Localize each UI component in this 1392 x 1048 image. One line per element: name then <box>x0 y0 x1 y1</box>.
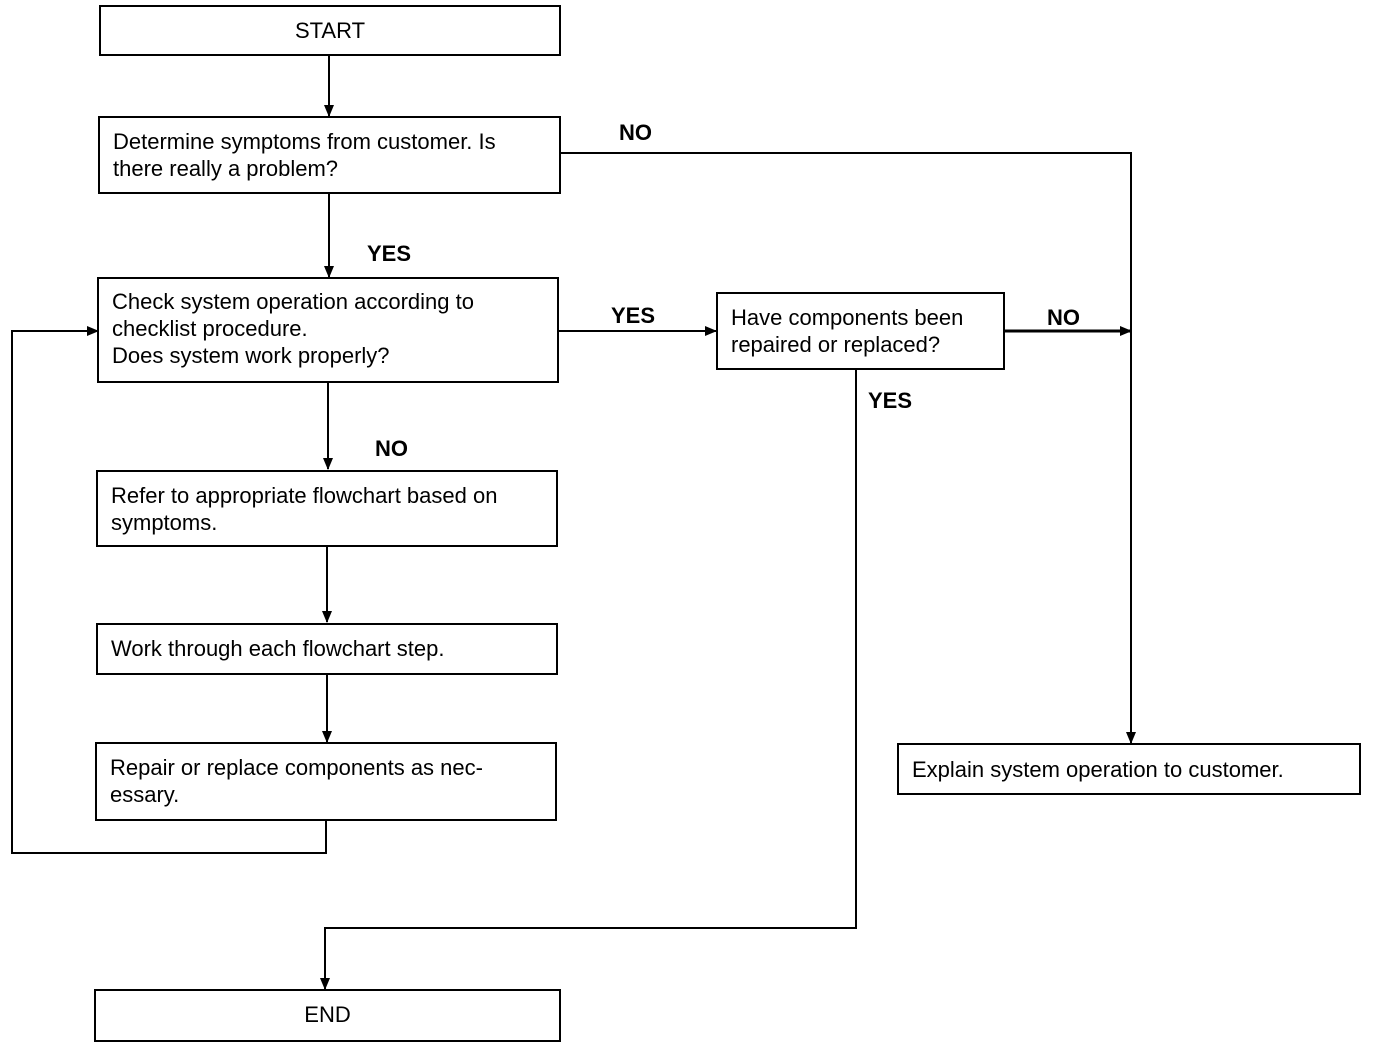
explain-text: Explain system operation to customer. <box>912 757 1284 782</box>
line-repair-loop <box>11 330 327 854</box>
refer-box: Refer to appropriate flowchart based on … <box>96 470 558 547</box>
label-check-no: NO <box>375 436 408 461</box>
label-determine-yes: YES <box>367 241 412 266</box>
explain-box: Explain system operation to customer. <box>897 743 1361 795</box>
end-text: END <box>304 1002 351 1027</box>
repair-box: Repair or replace components as nec- ess… <box>95 742 557 821</box>
refer-text: Refer to appropriate flowchart based on … <box>111 483 498 535</box>
check-text: Check system operation according to chec… <box>112 289 474 368</box>
components-text: Have components been repaired or replace… <box>731 305 964 357</box>
determine-box: Determine symptoms from customer. Is the… <box>98 116 561 194</box>
label-components-yes: YES <box>868 388 913 413</box>
determine-text: Determine symptoms from customer. Is the… <box>113 129 496 181</box>
label-check-yes: YES <box>611 303 656 328</box>
work-box: Work through each flowchart step. <box>96 623 558 675</box>
start-box: START <box>99 5 561 56</box>
label-components-no: NO <box>1047 305 1080 330</box>
label-determine-no: NO <box>619 120 652 145</box>
components-box: Have components been repaired or replace… <box>716 292 1005 370</box>
repair-text: Repair or replace components as nec- ess… <box>110 755 483 807</box>
end-box: END <box>94 989 561 1042</box>
check-box: Check system operation according to chec… <box>97 277 559 383</box>
work-text: Work through each flowchart step. <box>111 636 445 661</box>
line-components-yes <box>324 369 857 988</box>
start-text: START <box>294 18 366 43</box>
line-determine-no <box>561 152 1132 742</box>
